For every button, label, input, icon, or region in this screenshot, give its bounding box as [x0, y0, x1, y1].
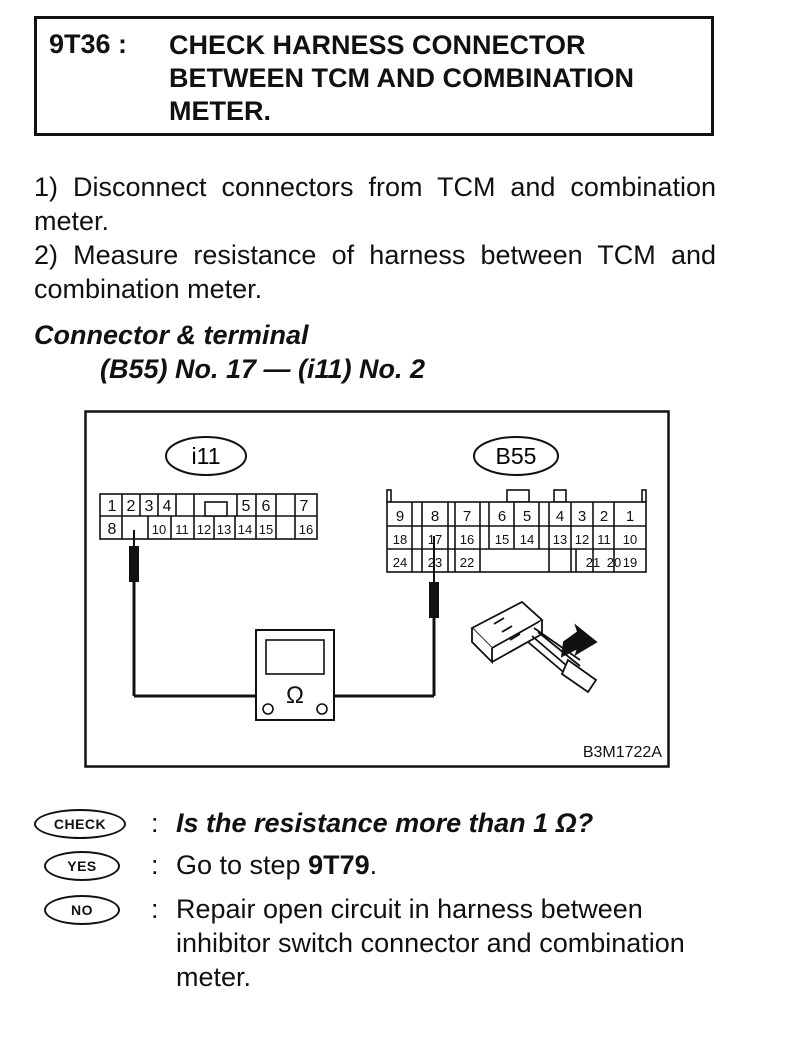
yes-action: Go to step 9T79.	[176, 848, 720, 882]
no-badge: NO	[44, 895, 120, 925]
yes-badge: YES	[44, 851, 120, 881]
i11-pin: 5	[242, 498, 251, 515]
wiring-diagram: i11 B55 1 2	[84, 410, 670, 768]
yes-text-prefix: Go to step	[176, 850, 309, 880]
i11-pin: 2	[127, 498, 136, 515]
ohmmeter: Ω	[255, 629, 335, 721]
i11-pin: 6	[262, 498, 271, 515]
b55-pin: 9	[396, 508, 404, 525]
no-colon: :	[151, 894, 159, 924]
b55-pin: 10	[623, 532, 637, 547]
i11-label-ellipse	[165, 436, 247, 476]
b55-pin: 12	[575, 532, 589, 547]
step-id: 9T36 :	[49, 29, 128, 59]
yes-colon: :	[151, 850, 159, 880]
test-leads	[129, 530, 439, 698]
b55-pin: 15	[495, 532, 509, 547]
yes-row: YES : Go to step 9T79.	[34, 848, 724, 882]
b55-pin: 8	[431, 508, 439, 525]
procedure-step-2: 2) Measure resistance of harness between…	[34, 240, 716, 304]
yes-text-suffix: .	[369, 850, 378, 880]
connector-plug-illustration	[470, 600, 598, 694]
i11-pin: 13	[217, 522, 231, 537]
b55-label: B55	[496, 443, 537, 469]
b55-pin: 24	[393, 555, 407, 570]
b55-pin: 3	[578, 508, 586, 525]
ohm-symbol: Ω	[286, 682, 304, 709]
b55-pin: 2	[600, 508, 608, 525]
check-colon: :	[151, 808, 159, 838]
figure-code: B3M1722A	[582, 744, 662, 761]
i11-pin-labels: 1 2 3 4 5 6 7 8 10 11 12 13 14 15 16	[108, 498, 314, 538]
b55-label-ellipse	[473, 436, 559, 476]
b55-pin: 20	[607, 555, 621, 570]
check-badge: CHECK	[34, 809, 126, 839]
b55-pin: 14	[520, 532, 534, 547]
step-header-box: 9T36 : CHECK HARNESS CONNECTOR BETWEEN T…	[34, 16, 714, 136]
yes-step-ref[interactable]: 9T79	[308, 850, 370, 880]
b55-pin: 6	[498, 508, 506, 525]
b55-pin: 16	[460, 532, 474, 547]
i11-pin: 15	[259, 522, 273, 537]
step-title: CHECK HARNESS CONNECTOR BETWEEN TCM AND …	[169, 30, 634, 126]
b55-pin: 1	[626, 508, 634, 525]
wiring-figure: i11 B55 1 2	[84, 410, 670, 768]
check-question: Is the resistance more than 1 Ω?	[176, 808, 594, 838]
b55-pin: 19	[623, 555, 637, 570]
i11-pin: 12	[197, 522, 211, 537]
b55-pin: 13	[553, 532, 567, 547]
b55-pin: 5	[523, 508, 531, 525]
i11-pin: 16	[299, 522, 313, 537]
b55-pin: 11	[597, 532, 611, 547]
no-row: NO : Repair open circuit in harness betw…	[34, 892, 724, 994]
no-action: Repair open circuit in harness between i…	[176, 894, 685, 992]
b55-connector	[386, 489, 647, 573]
i11-pin: 14	[238, 522, 252, 537]
b55-pin: 18	[393, 532, 407, 547]
connector-terminal-spec: (B55) No. 17 — (i11) No. 2	[100, 354, 426, 384]
b55-pin: 22	[460, 555, 474, 570]
i11-pin: 3	[145, 498, 154, 515]
i11-pin: 4	[163, 498, 172, 515]
i11-pin: 7	[300, 498, 309, 515]
connector-terminal-heading: Connector & terminal	[34, 320, 309, 350]
i11-pin: 11	[175, 522, 189, 537]
i11-pin: 10	[152, 522, 166, 537]
check-row: CHECK : Is the resistance more than 1 Ω?	[34, 806, 724, 840]
i11-connector	[99, 493, 318, 540]
procedure-list: 1) Disconnect connectors from TCM and co…	[34, 170, 716, 306]
b55-pin: 21	[586, 555, 600, 570]
i11-label: i11	[192, 443, 221, 469]
procedure-step-1: 1) Disconnect connectors from TCM and co…	[34, 172, 716, 236]
b55-pin: 4	[556, 508, 564, 525]
b55-pin: 7	[463, 508, 471, 525]
i11-pin: 8	[108, 521, 117, 538]
i11-pin: 1	[108, 498, 117, 515]
